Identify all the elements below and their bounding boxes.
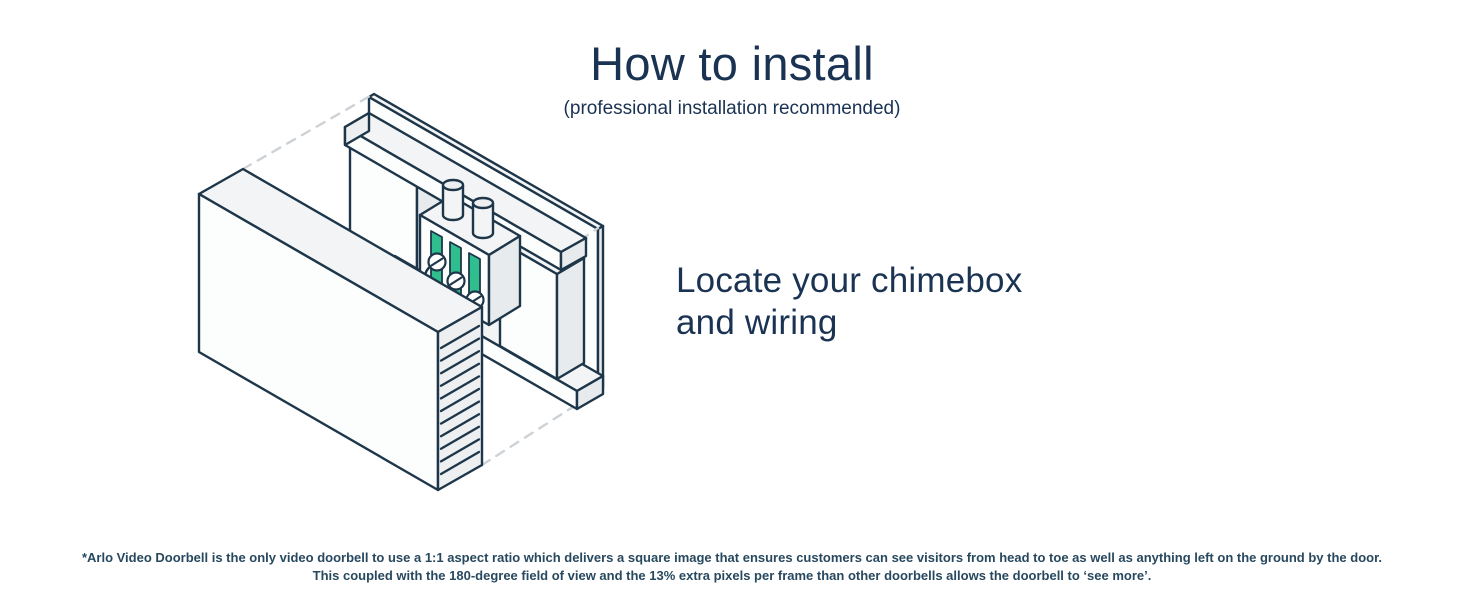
- chime-cover: [197, 167, 484, 492]
- chimebox-diagram: [180, 80, 640, 500]
- page-title: How to install: [590, 37, 874, 90]
- title-block: How to install (professional installatio…: [0, 36, 1464, 120]
- step-caption: Locate your chimebox and wiring: [676, 260, 1022, 344]
- solenoid-cylinder-right: [471, 196, 495, 240]
- disclaimer: *Arlo Video Doorbell is the only video d…: [0, 549, 1464, 585]
- step-caption-line1: Locate your chimebox: [676, 261, 1023, 300]
- terminal-screw-1: [427, 252, 447, 272]
- solenoid-cylinder-left: [441, 178, 465, 222]
- terminal-screw-2: [446, 271, 466, 291]
- terminal-block: [418, 178, 522, 341]
- step-caption-line2: and wiring: [676, 303, 838, 342]
- chimebox-diagram-svg: [197, 92, 605, 492]
- disclaimer-line1: *Arlo Video Doorbell is the only video d…: [81, 550, 1383, 565]
- cover-vents: [439, 324, 481, 476]
- alignment-guide-bottom: [480, 389, 600, 467]
- disclaimer-line2: This coupled with the 180-degree field o…: [312, 568, 1152, 583]
- alignment-guide-top: [241, 94, 372, 171]
- page-subtitle: (professional installation recommended): [563, 98, 901, 119]
